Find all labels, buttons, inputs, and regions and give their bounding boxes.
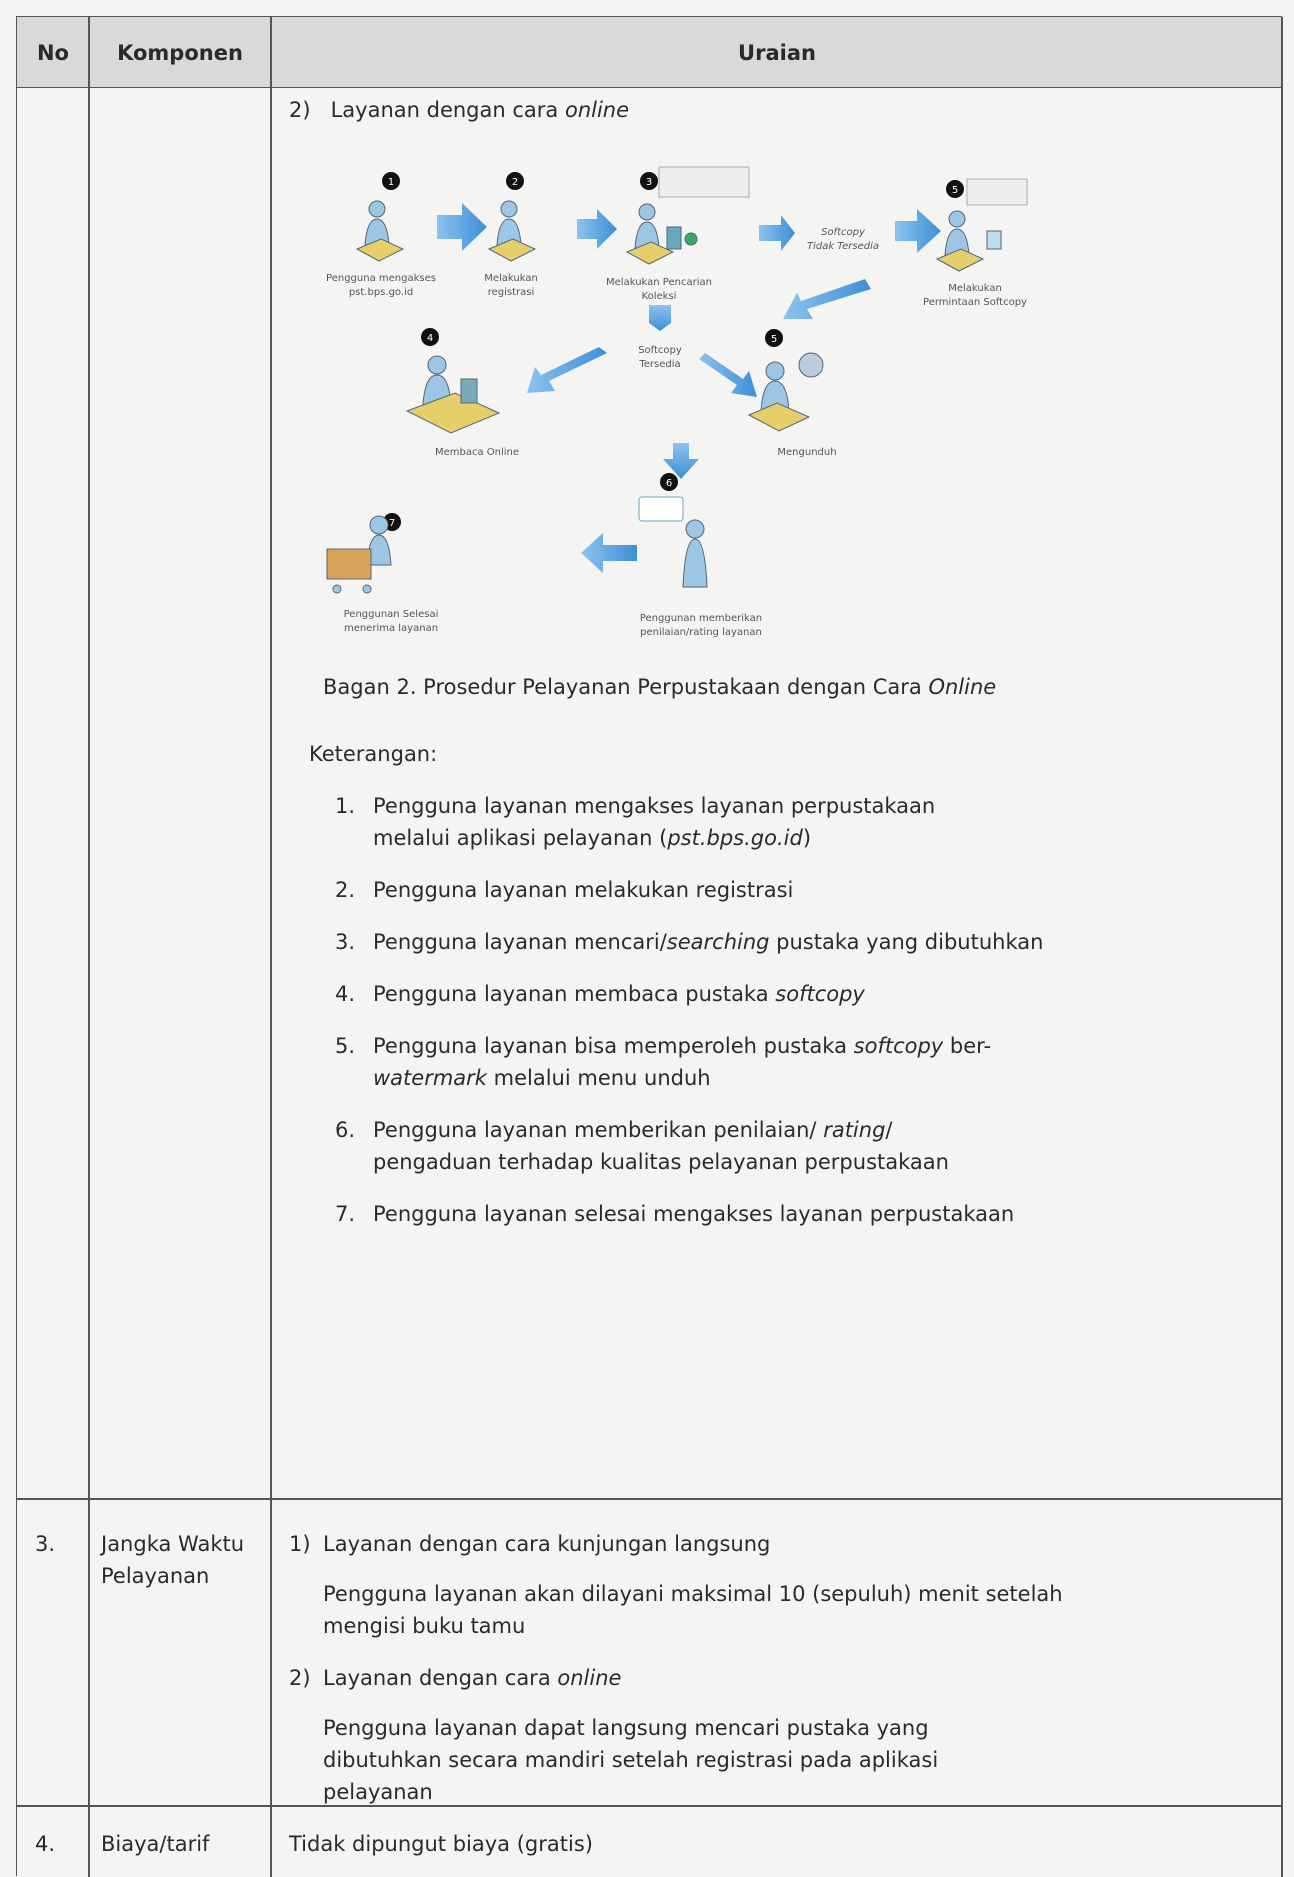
row3-item2-desc-line2: dibutuhkan secara mandiri setelah regist… — [323, 1748, 939, 1772]
row3-komponen-line2: Pelayanan — [101, 1564, 210, 1588]
row3-komponen-line1: Jangka Waktu — [101, 1532, 245, 1556]
list-item-6-num: 6. — [335, 1118, 356, 1142]
svg-text:Melakukan: Melakukan — [484, 273, 538, 284]
svg-text:Softcopy: Softcopy — [638, 345, 682, 356]
list-item-1-line2: melalui aplikasi pelayanan (pst.bps.go.i… — [373, 826, 812, 850]
row4-komponen: Biaya/tarif — [101, 1832, 210, 1856]
list-item-5-line2: watermark melalui menu unduh — [373, 1066, 711, 1090]
step-badge-5b: 5 — [765, 329, 783, 347]
svg-text:3: 3 — [646, 177, 652, 188]
user-figure-5b — [747, 352, 824, 432]
arrow-not-5 — [895, 209, 941, 253]
row3-item1-desc-line2: mengisi buku tamu — [323, 1614, 526, 1638]
user-figure-6 — [638, 496, 708, 588]
svg-text:2: 2 — [512, 177, 518, 188]
column-divider — [1281, 17, 1283, 1877]
step-badge-2: 2 — [506, 172, 524, 190]
row3-item2-num: 2) — [289, 1666, 311, 1690]
list-item-2: Pengguna layanan melakukan registrasi — [373, 878, 794, 902]
user-figure-4 — [405, 355, 501, 434]
arrow-3-not — [759, 215, 795, 251]
svg-text:7: 7 — [389, 518, 395, 529]
row3-item2-desc-line3: pelayanan — [323, 1780, 433, 1804]
arrow-2-3 — [577, 209, 617, 249]
row-divider — [17, 1805, 1282, 1807]
row3-item1-num: 1) — [289, 1532, 311, 1556]
svg-text:4: 4 — [427, 333, 433, 344]
svg-text:5: 5 — [771, 334, 777, 345]
step-badge-3: 3 — [640, 172, 658, 190]
arrow-1-2 — [437, 203, 487, 251]
svg-text:pst.bps.go.id: pst.bps.go.id — [349, 287, 413, 298]
svg-text:Tidak Tersedia: Tidak Tersedia — [807, 241, 879, 252]
list-item-1-num: 1. — [335, 794, 356, 818]
header-uraian: Uraian — [738, 40, 816, 65]
svg-text:Koleksi: Koleksi — [642, 291, 677, 302]
arrow-6-7 — [581, 533, 637, 573]
keterangan-label: Keterangan: — [309, 742, 438, 766]
step-badge-4: 4 — [421, 328, 439, 346]
row3-no: 3. — [35, 1532, 56, 1556]
list-item-2-num: 2. — [335, 878, 356, 902]
arrow-to-5b — [699, 353, 757, 397]
online-procedure-diagram: 1 2 3 5 4 5 6 7 — [326, 166, 1028, 637]
column-divider — [88, 17, 90, 1877]
list-item-3: Pengguna layanan mencari/searching pusta… — [373, 930, 1044, 954]
svg-text:6: 6 — [666, 478, 672, 489]
svg-text:Softcopy: Softcopy — [821, 227, 866, 238]
service-table: No Komponen Uraian 2) Layanan dengan car… — [16, 16, 1283, 1877]
svg-text:Pengguna mengakses: Pengguna mengakses — [326, 273, 436, 284]
arrow-5-back — [783, 279, 871, 319]
row3-item2-desc-line1: Pengguna layanan dapat langsung mencari … — [323, 1716, 929, 1740]
svg-text:Mengunduh: Mengunduh — [777, 447, 836, 458]
row-divider — [17, 1498, 1282, 1500]
row4-uraian: Tidak dipungut biaya (gratis) — [289, 1832, 593, 1856]
diagram-caption: Bagan 2. Prosedur Pelayanan Perpustakaan… — [323, 675, 997, 699]
list-item-1: Pengguna layanan mengakses layanan perpu… — [373, 794, 936, 818]
list-item-3-num: 3. — [335, 930, 356, 954]
arrow-to-4 — [527, 347, 607, 393]
list-item-5-num: 5. — [335, 1034, 356, 1058]
header-no: No — [36, 40, 69, 65]
row4-no: 4. — [35, 1832, 56, 1856]
online-heading: 2) Layanan dengan cara online — [289, 98, 630, 122]
row3-item2: Layanan dengan cara online — [323, 1666, 622, 1690]
list-item-4-num: 4. — [335, 982, 356, 1006]
svg-text:Penggunan Selesai: Penggunan Selesai — [344, 609, 439, 620]
list-item-7-num: 7. — [335, 1202, 356, 1226]
list-item-6: Pengguna layanan memberikan penilaian/ r… — [373, 1118, 893, 1142]
svg-text:1: 1 — [388, 177, 394, 188]
row3-item1-desc-line1: Pengguna layanan akan dilayani maksimal … — [323, 1582, 1063, 1606]
svg-text:penilaian/rating layanan: penilaian/rating layanan — [640, 627, 762, 637]
column-divider — [270, 17, 272, 1877]
user-figure-3 — [625, 166, 750, 265]
svg-text:Membaca Online: Membaca Online — [435, 447, 519, 458]
svg-text:Penggunan memberikan: Penggunan memberikan — [640, 613, 762, 624]
list-item-7: Pengguna layanan selesai mengakses layan… — [373, 1202, 1015, 1226]
user-figure-2 — [487, 200, 537, 262]
svg-text:Melakukan: Melakukan — [948, 283, 1002, 294]
user-figure-5a — [935, 178, 1028, 272]
arrow-3-down — [649, 305, 671, 331]
step-badge-5a: 5 — [946, 180, 964, 198]
svg-text:registrasi: registrasi — [488, 287, 535, 298]
svg-text:Melakukan Pencarian: Melakukan Pencarian — [606, 277, 712, 288]
step-badge-1: 1 — [382, 172, 400, 190]
user-figure-1 — [355, 200, 405, 262]
svg-text:Permintaan Softcopy: Permintaan Softcopy — [923, 297, 1027, 308]
svg-text:5: 5 — [952, 185, 958, 196]
table-header — [17, 17, 1282, 88]
list-item-4: Pengguna layanan membaca pustaka softcop… — [373, 982, 865, 1006]
list-item-6-line2: pengaduan terhadap kualitas pelayanan pe… — [373, 1150, 949, 1174]
header-komponen: Komponen — [117, 40, 243, 65]
svg-text:menerima layanan: menerima layanan — [344, 623, 438, 634]
row3-item1: Layanan dengan cara kunjungan langsung — [323, 1532, 771, 1556]
step-badge-6: 6 — [660, 473, 678, 491]
user-figure-7 — [326, 515, 392, 594]
svg-text:Tersedia: Tersedia — [638, 359, 680, 370]
arrow-to-6 — [663, 443, 699, 479]
list-item-5: Pengguna layanan bisa memperoleh pustaka… — [373, 1034, 992, 1058]
